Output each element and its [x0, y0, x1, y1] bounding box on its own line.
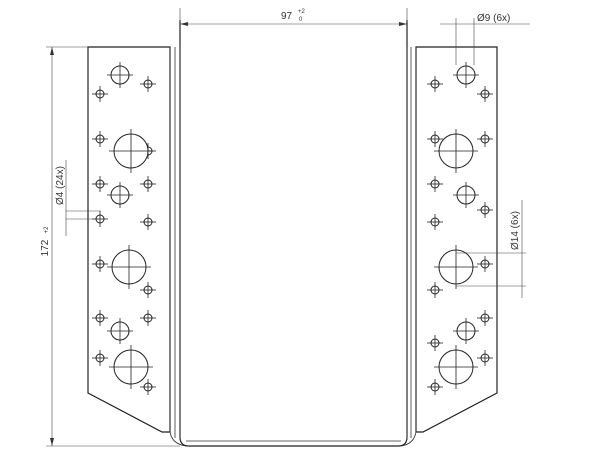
small-hole	[477, 256, 493, 272]
width-dimension: 97 +2 0	[179, 8, 408, 26]
medium-hole	[453, 62, 479, 88]
small-hole	[140, 76, 156, 92]
small-hole	[427, 131, 443, 147]
small-hole	[140, 379, 156, 395]
medium-hole	[107, 182, 133, 208]
small-hole	[140, 176, 156, 192]
small-hole	[477, 350, 493, 366]
large-hole	[434, 345, 478, 389]
small-hole	[140, 214, 156, 230]
small-hole-dimension: Ø4 (24x)	[55, 160, 101, 236]
small-hole	[140, 282, 156, 298]
right-fold-curve	[400, 431, 417, 447]
large-hole	[434, 129, 478, 173]
small-hole	[92, 310, 108, 326]
small-hole	[427, 214, 443, 230]
width-tol-upper: +2	[298, 9, 306, 15]
small-hole	[140, 310, 156, 326]
small-hole	[92, 131, 108, 147]
medium-hole-dimension: Ø9 (6x)	[440, 13, 530, 65]
small-hole	[477, 202, 493, 218]
small-hole	[92, 256, 108, 272]
large-hole	[109, 129, 153, 173]
small-hole	[427, 282, 443, 298]
small-hole	[427, 335, 443, 351]
large-hole	[434, 245, 478, 289]
large-hole	[107, 245, 151, 289]
small-hole	[477, 131, 493, 147]
medium-hole	[107, 62, 133, 88]
small-hole	[427, 176, 443, 192]
left-flange	[87, 46, 171, 433]
left-fold-curve	[169, 431, 187, 447]
small-hole	[477, 86, 493, 102]
large-hole-dimension: Ø14 (6x)	[456, 200, 526, 298]
medium-hole	[453, 182, 479, 208]
width-label: 97	[281, 11, 293, 22]
small-hole	[477, 310, 493, 326]
large-hole-label: Ø14 (6x)	[510, 211, 521, 250]
small-hole-label: Ø4 (24x)	[55, 166, 66, 205]
large-hole	[109, 345, 153, 389]
small-hole	[427, 379, 443, 395]
bracket-outline	[87, 20, 498, 447]
holes	[92, 62, 493, 395]
medium-hole-label: Ø9 (6x)	[477, 13, 510, 24]
height-label: 172	[40, 239, 51, 256]
small-hole	[92, 350, 108, 366]
height-dimension: 172 +2	[40, 46, 180, 447]
height-tol: +2	[44, 226, 50, 234]
medium-hole	[453, 318, 479, 344]
small-hole	[92, 176, 108, 192]
small-hole	[92, 86, 108, 102]
center-channel	[179, 20, 408, 447]
small-hole	[427, 76, 443, 92]
medium-hole	[107, 318, 133, 344]
width-tol-lower: 0	[299, 17, 303, 23]
